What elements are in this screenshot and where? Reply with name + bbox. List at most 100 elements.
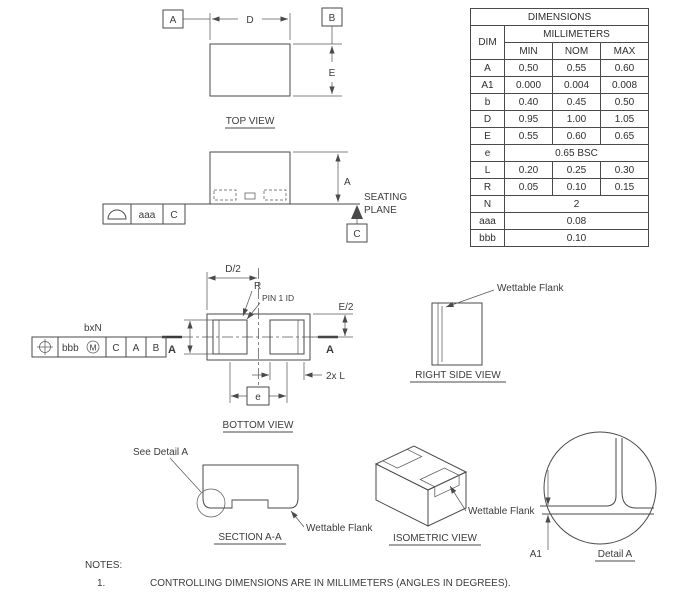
table-unit-header: MILLIMETERS <box>504 25 649 43</box>
isometric-view-label: ISOMETRIC VIEW <box>393 533 477 544</box>
datum-a-label: A <box>170 15 177 26</box>
col-header-max: MAX <box>600 42 649 60</box>
side-view-outline <box>431 302 483 366</box>
detail-a-circle-marker <box>196 488 226 518</box>
package-side-outline <box>209 151 291 205</box>
cell-dim: e <box>470 144 505 162</box>
cell-nom: 0.004 <box>552 76 601 94</box>
table-row: E 0.55 0.60 0.65 <box>470 127 649 145</box>
terminal-pad-left <box>212 319 248 355</box>
cell-nom: 0.45 <box>552 93 601 111</box>
cell-min: 0.95 <box>504 110 553 128</box>
fcf-profile-frame: aaa C <box>102 203 186 225</box>
cell-span: 2 <box>504 195 649 213</box>
table-row: A1 0.000 0.004 0.008 <box>470 76 649 94</box>
hidden-feature-center <box>244 192 256 200</box>
detail-a-view: A1 Detail A <box>530 431 657 562</box>
fcf-profile-tolerance: aaa <box>139 210 156 221</box>
seating-plane-word1: SEATING <box>364 192 407 203</box>
section-outline <box>202 464 299 509</box>
cell-dim: A <box>470 59 505 77</box>
table-row: R 0.05 0.10 0.15 <box>470 178 649 196</box>
cell-dim: R <box>470 178 505 196</box>
cell-dim: b <box>470 93 505 111</box>
wettable-flank-label-iso: Wettable Flank <box>468 506 536 517</box>
cell-span: 0.10 <box>504 229 649 247</box>
table-row: bbb 0.10 <box>470 229 649 247</box>
detail-a-label: Detail A <box>598 549 633 560</box>
dim-D-half-label: D/2 <box>225 264 241 275</box>
seating-plane-word2: PLANE <box>364 205 397 216</box>
see-detail-a-label: See Detail A <box>133 447 188 458</box>
cell-nom: 0.10 <box>552 178 601 196</box>
cell-nom: 0.55 <box>552 59 601 77</box>
dim-e-label: e <box>255 392 261 403</box>
basic-dimension-box <box>246 386 270 406</box>
cell-nom: 0.25 <box>552 161 601 179</box>
cell-max: 0.008 <box>600 76 649 94</box>
datum-c-triangle <box>351 205 363 219</box>
table-row: e 0.65 BSC <box>470 144 649 162</box>
table-row: aaa 0.08 <box>470 212 649 230</box>
cell-nom: 0.60 <box>552 127 601 145</box>
fcf-profile-datum: C <box>170 210 177 221</box>
section-mark-a-left: A <box>168 344 176 356</box>
cell-nom: 1.00 <box>552 110 601 128</box>
cell-dim: aaa <box>470 212 505 230</box>
fcf-position-tolerance: bbb <box>62 343 79 354</box>
package-body-outline <box>209 43 291 97</box>
iso-wettable-flank-face <box>434 474 460 498</box>
note-1-number: 1. <box>97 578 105 589</box>
cell-dim: E <box>470 127 505 145</box>
table-row: D 0.95 1.00 1.05 <box>470 110 649 128</box>
iso-pad-far <box>381 448 423 469</box>
detail-a-circle <box>543 431 657 545</box>
col-header-nom: NOM <box>552 42 601 60</box>
dim-E-half-label: E/2 <box>338 302 353 313</box>
cell-span: 0.65 BSC <box>504 144 649 162</box>
cell-max: 0.50 <box>600 93 649 111</box>
cell-dim: bbb <box>470 229 505 247</box>
bottom-view-label: BOTTOM VIEW <box>223 420 294 431</box>
right-side-view-label: RIGHT SIDE VIEW <box>415 370 501 381</box>
table-row: b 0.40 0.45 0.50 <box>470 93 649 111</box>
bottom-view: A A D/2 R PIN 1 ID E/2 bxN <box>31 264 354 433</box>
profile-of-surface-icon <box>107 209 127 220</box>
terminal-bottom-contour <box>540 438 617 507</box>
iso-left-face <box>375 463 429 527</box>
cell-max: 0.15 <box>600 178 649 196</box>
hidden-terminal-left <box>213 189 237 201</box>
package-edge-contour <box>621 438 654 509</box>
wettable-flank-label-section: Wettable Flank <box>306 523 374 534</box>
dim-2xL-label: 2x L <box>326 371 345 382</box>
fcf-position-datum2: A <box>133 343 140 354</box>
cell-dim: A1 <box>470 76 505 94</box>
iso-right-face <box>427 471 467 527</box>
cell-dim: N <box>470 195 505 213</box>
cell-min: 0.05 <box>504 178 553 196</box>
cell-max: 1.05 <box>600 110 649 128</box>
top-view: D A E B TOP VIEW <box>162 7 343 129</box>
dimensions-table: DIMENSIONS DIM MILLIMETERS MIN NOM MAX A… <box>470 8 649 247</box>
isometric-view: Wettable Flank ISOMETRIC VIEW <box>374 445 536 546</box>
cell-span: 0.08 <box>504 212 649 230</box>
table-row: L 0.20 0.25 0.30 <box>470 161 649 179</box>
package-bottom-outline <box>206 313 311 361</box>
section-aa-label: SECTION A-A <box>218 532 282 543</box>
cell-min: 0.20 <box>504 161 553 179</box>
mmc-modifier-label: M <box>89 343 96 353</box>
dim-A-label: A <box>344 177 351 188</box>
dim-R-label: R <box>254 281 261 292</box>
fcf-position-datum1: C <box>112 343 119 354</box>
datum-c-box <box>346 223 368 243</box>
datum-c-label: C <box>353 229 360 240</box>
notes: NOTES: 1. CONTROLLING DIMENSIONS ARE IN … <box>85 560 511 589</box>
wettable-flank-label-right: Wettable Flank <box>497 283 565 294</box>
datum-b-box <box>321 7 343 27</box>
top-view-label: TOP VIEW <box>226 116 275 127</box>
table-row: A 0.50 0.55 0.60 <box>470 59 649 77</box>
datum-a-box <box>162 9 184 29</box>
cell-min: 0.55 <box>504 127 553 145</box>
front-view: A SEATING PLANE C aaa C <box>102 151 407 243</box>
